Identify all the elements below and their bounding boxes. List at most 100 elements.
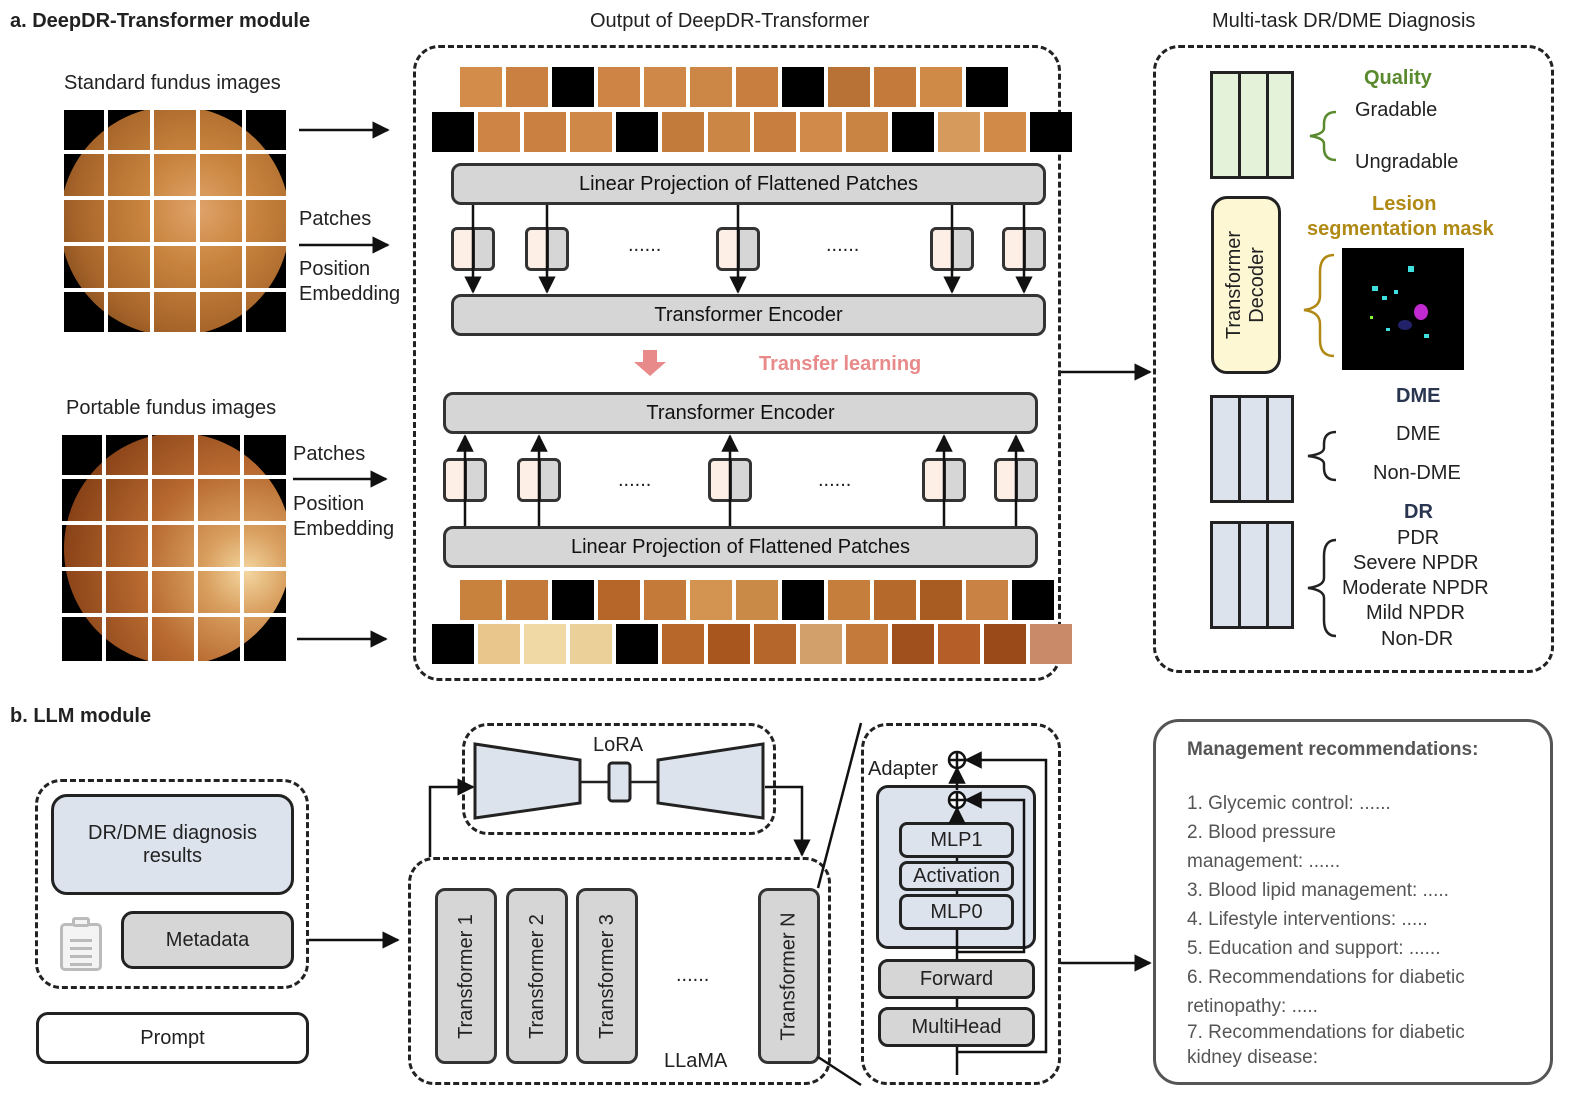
diagnosis-results-line-2: results [143, 844, 202, 867]
portable-fundus-image [62, 435, 286, 661]
mlp1-box: MLP1 [899, 822, 1014, 858]
patches-label-bottom: Patches [293, 443, 366, 465]
mgmt-line: 7. Recommendations for diabetic [1187, 1022, 1465, 1043]
patch-strip-top-2 [432, 112, 1072, 152]
transformer-output-box [413, 45, 1061, 681]
lesion-title-2: segmentation mask [1307, 218, 1494, 240]
decoder-line-1: Transformer [1223, 230, 1246, 340]
quality-gradable: Gradable [1355, 99, 1438, 121]
transformer-encoder-top: Transformer Encoder [451, 294, 1046, 336]
transformer-encoder-bottom: Transformer Encoder [443, 392, 1038, 434]
dr-moderate-npdr: Moderate NPDR [1342, 577, 1489, 599]
position-label-top: Position [299, 258, 371, 280]
position-label-bottom: Position [293, 493, 365, 515]
dr-mild-npdr: Mild NPDR [1366, 602, 1465, 624]
zoom-line [816, 722, 863, 889]
dme-title: DME [1396, 385, 1441, 407]
patch-token [1002, 227, 1046, 271]
transformer-3-label: Transformer 3 [595, 913, 618, 1039]
panel-b-title: b. LLM module [10, 705, 152, 727]
embedding-label-bottom: Embedding [293, 518, 395, 540]
patch-token [708, 458, 752, 502]
decoder-line-2: Decoder [1246, 247, 1269, 323]
dr-title: DR [1404, 501, 1433, 523]
patch-token [930, 227, 974, 271]
mlp0-box: MLP0 [899, 894, 1014, 930]
diagnosis-box [1153, 45, 1554, 673]
mgmt-line: kidney disease: [1187, 1047, 1318, 1068]
management-box [1153, 719, 1553, 1085]
multihead-box: MultiHead [878, 1007, 1035, 1047]
patch-token [525, 227, 569, 271]
transformer-3: Transformer 3 [576, 888, 638, 1064]
transformer-1: Transformer 1 [435, 888, 497, 1064]
patch-token [443, 458, 487, 502]
llama-box [408, 857, 831, 1085]
ellipsis: ...... [818, 469, 852, 491]
ellipsis: ...... [676, 964, 710, 986]
patch-strip-bottom-2 [432, 624, 1072, 664]
dr-non-dr: Non-DR [1381, 628, 1454, 650]
standard-fundus-image [64, 110, 286, 332]
patch-token [922, 458, 966, 502]
panel-a-title: a. DeepDR-Transformer module [10, 10, 311, 32]
diagnosis-title: Multi-task DR/DME Diagnosis [1212, 10, 1476, 32]
patch-strip-top-1 [460, 67, 1008, 107]
portable-fundus-label: Portable fundus images [66, 397, 277, 419]
patch-token [451, 227, 495, 271]
transformer-2-label: Transformer 2 [525, 913, 548, 1039]
output-title: Output of DeepDR-Transformer [590, 10, 870, 32]
dr-pdr: PDR [1397, 527, 1440, 549]
ellipsis: ...... [618, 469, 652, 491]
forward-box: Forward [878, 959, 1035, 999]
embedding-label-top: Embedding [299, 283, 401, 305]
quality-head [1210, 71, 1294, 179]
quality-ungradable: Ungradable [1355, 151, 1459, 173]
mgmt-line: 5. Education and support: ...... [1187, 938, 1441, 959]
dr-head [1210, 521, 1294, 629]
inputs-box [35, 779, 309, 989]
dr-severe-npdr: Severe NPDR [1353, 552, 1479, 574]
dme-head [1210, 395, 1294, 503]
transformer-n-label: Transformer N [777, 911, 800, 1041]
lora-a-label: A=N(0, σ²) [484, 770, 581, 789]
lora-b-label: B=0 [696, 770, 735, 789]
mgmt-line: 4. Lifestyle interventions: ..... [1187, 909, 1428, 930]
management-title: Management recommendations: [1187, 739, 1479, 760]
ellipsis: ...... [628, 234, 662, 256]
llama-label: LLaMA [664, 1050, 728, 1072]
patch-token [716, 227, 760, 271]
ellipsis: ...... [826, 234, 860, 256]
prompt-box: Prompt [36, 1012, 309, 1064]
transformer-2: Transformer 2 [506, 888, 568, 1064]
patch-token [994, 458, 1038, 502]
activation-box: Activation [899, 861, 1014, 891]
lora-label: LoRA [593, 734, 644, 756]
patch-strip-bottom-1 [460, 580, 1054, 620]
mgmt-line: 1. Glycemic control: ...... [1187, 793, 1391, 814]
dme-item: DME [1396, 423, 1441, 445]
mgmt-line: management: ...... [1187, 851, 1341, 872]
metadata-box: Metadata [121, 911, 294, 969]
patch-token [517, 458, 561, 502]
adapter-detail-box [861, 723, 1061, 1085]
lesion-title-1: Lesion [1372, 193, 1437, 215]
transformer-1-label: Transformer 1 [454, 913, 477, 1039]
mgmt-line: retinopathy: ..... [1187, 996, 1318, 1017]
adapter-label: Adapter [868, 758, 939, 780]
mgmt-line: 3. Blood lipid management: ..... [1187, 880, 1449, 901]
standard-fundus-label: Standard fundus images [64, 72, 281, 94]
mgmt-line: 2. Blood pressure [1187, 822, 1336, 843]
mgmt-line: 6. Recommendations for diabetic [1187, 967, 1465, 988]
diagnosis-results-box: DR/DME diagnosis results [51, 794, 294, 895]
clipboard-icon [60, 917, 102, 971]
patches-label-top: Patches [299, 208, 372, 230]
quality-title: Quality [1364, 67, 1432, 89]
transfer-learning-label: Transfer learning [759, 353, 922, 375]
diagnosis-results-line-1: DR/DME diagnosis [88, 821, 257, 844]
transformer-n: Transformer N [758, 888, 820, 1064]
linear-projection-bottom: Linear Projection of Flattened Patches [443, 526, 1038, 568]
segmentation-mask-image [1342, 248, 1464, 370]
